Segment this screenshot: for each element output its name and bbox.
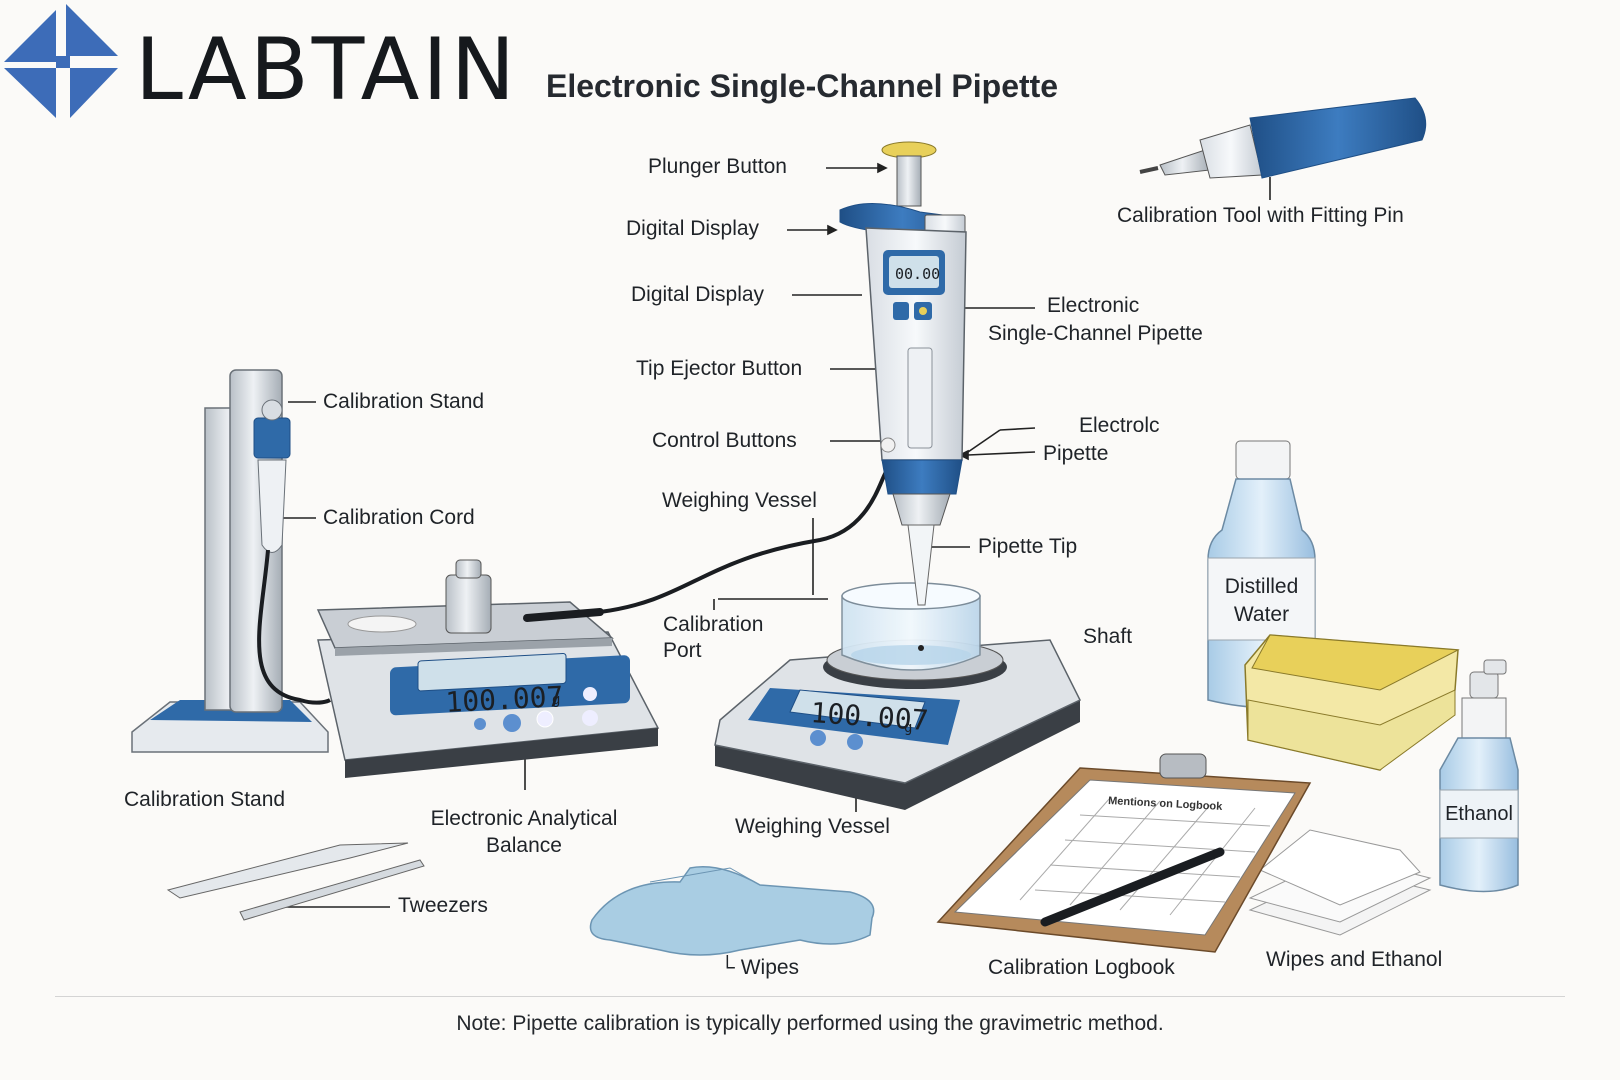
label-control-buttons: Control Buttons: [652, 429, 797, 452]
footer-note: Note: Pipette calibration is typically p…: [456, 1012, 1164, 1035]
label-digital-display-2: Digital Display: [631, 283, 765, 306]
label-calibration-stand-bottom: Calibration Stand: [124, 788, 286, 811]
wipes-stack: [1248, 829, 1432, 936]
label-pipette-tip: Pipette Tip: [978, 535, 1078, 558]
label-tweezers: Tweezers: [398, 894, 488, 917]
label-distilled-water-2: Water: [1233, 603, 1290, 626]
label-analytical-balance-2: Balance: [486, 834, 562, 857]
label-electrolc-pipette-2: Pipette: [1043, 442, 1109, 465]
label-ethanol: Ethanol: [1445, 803, 1513, 825]
label-electronic-pipette-1: Electronic: [1047, 294, 1140, 317]
label-calibration-port-1: Calibration: [663, 613, 764, 636]
label-wipes: └ Wipes: [720, 956, 800, 979]
center-balance-unit: g: [904, 720, 912, 736]
left-balance-readout: 100.007: [445, 680, 565, 719]
label-electrolc-pipette-1: Electrolc: [1079, 414, 1160, 437]
label-shaft: Shaft: [1083, 625, 1133, 648]
label-tip-ejector-button: Tip Ejector Button: [636, 357, 803, 380]
left-balance-illustration: [316, 468, 889, 778]
calibration-logbook-clipboard: [936, 753, 1312, 953]
gloves-illustration: [589, 866, 875, 956]
left-balance-unit: g: [552, 692, 560, 708]
label-calibration-logbook: Calibration Logbook: [988, 956, 1175, 979]
ethanol-spray-bottle: [1439, 659, 1519, 893]
center-balance-readout: 100.007: [810, 696, 930, 737]
electronic-pipette-illustration: [839, 141, 967, 651]
calibration-tool-illustration: [1139, 97, 1427, 179]
weighing-vessel-beaker: [841, 582, 981, 671]
footer-divider: [55, 996, 1565, 997]
label-plunger-button: Plunger Button: [648, 155, 787, 178]
label-calibration-tool: Calibration Tool with Fitting Pin: [1117, 204, 1404, 227]
label-electronic-pipette-2: Single-Channel Pipette: [988, 322, 1203, 345]
labtain-logo-icon: [4, 4, 118, 118]
label-calibration-cord: Calibration Cord: [323, 506, 475, 529]
label-calibration-port-2: Port: [663, 639, 702, 662]
label-analytical-balance-1: Electronic Analytical: [430, 807, 618, 830]
label-weighing-vessel-top: Weighing Vessel: [662, 489, 817, 512]
pipette-tip-box: [1244, 634, 1460, 771]
page-title: Electronic Single-Channel Pipette: [546, 68, 1059, 104]
label-wipes-ethanol: Wipes and Ethanol: [1266, 948, 1443, 971]
label-weighing-vessel-bottom: Weighing Vessel: [735, 815, 890, 838]
label-digital-display-1: Digital Display: [626, 217, 760, 240]
brand-name: LABTAIN: [135, 20, 519, 120]
calibration-stand-illustration: [131, 369, 332, 753]
label-distilled-water-1: Distilled: [1224, 575, 1299, 598]
pipette-readout: 00.00: [895, 265, 940, 283]
center-balance-illustration: [714, 639, 1082, 810]
tweezers-illustration: [166, 842, 425, 921]
leader-lines: [280, 162, 1271, 908]
label-calibration-stand-top: Calibration Stand: [323, 390, 485, 413]
